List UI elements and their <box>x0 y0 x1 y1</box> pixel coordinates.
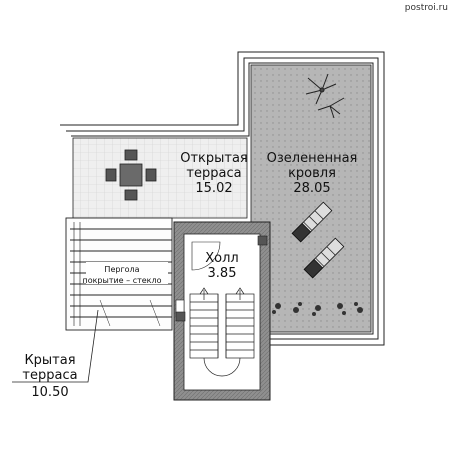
svg-text:Крытая: Крытая <box>24 353 75 368</box>
watermark: postroi.ru <box>405 3 448 13</box>
svg-text:28.05: 28.05 <box>293 181 330 196</box>
shrubs-row <box>272 302 363 316</box>
palm-plant-icon <box>305 73 345 119</box>
pergola-note: покрытие – стекло <box>82 276 161 285</box>
green-roof-label: Озелененная кровля 28.05 <box>267 151 358 196</box>
outer-parapet <box>60 51 385 346</box>
svg-text:Озелененная: Озелененная <box>267 151 358 166</box>
covered-terrace-label: Крытая терраса 10.50 <box>22 353 77 400</box>
stair-core <box>173 221 271 401</box>
svg-text:3.85: 3.85 <box>208 266 237 281</box>
svg-text:15.02: 15.02 <box>195 181 232 196</box>
svg-text:10.50: 10.50 <box>31 385 68 400</box>
svg-text:терраса: терраса <box>186 166 241 181</box>
svg-text:Открытая: Открытая <box>180 151 248 166</box>
svg-text:кровля: кровля <box>288 166 336 181</box>
table-with-chairs-icon <box>105 149 157 201</box>
svg-text:Холл: Холл <box>205 251 238 266</box>
hall-label: Холл 3.85 <box>205 251 238 281</box>
svg-text:терраса: терраса <box>22 368 77 383</box>
covered-terrace-leader-line <box>12 309 99 383</box>
green-roof-area <box>250 64 372 333</box>
pergola-title: Пергола <box>104 265 139 274</box>
open-terrace-floor <box>72 137 248 219</box>
column-posts <box>175 235 268 322</box>
open-terrace-label: Открытая терраса 15.02 <box>180 151 248 196</box>
sun-lounger-icon <box>291 201 345 279</box>
